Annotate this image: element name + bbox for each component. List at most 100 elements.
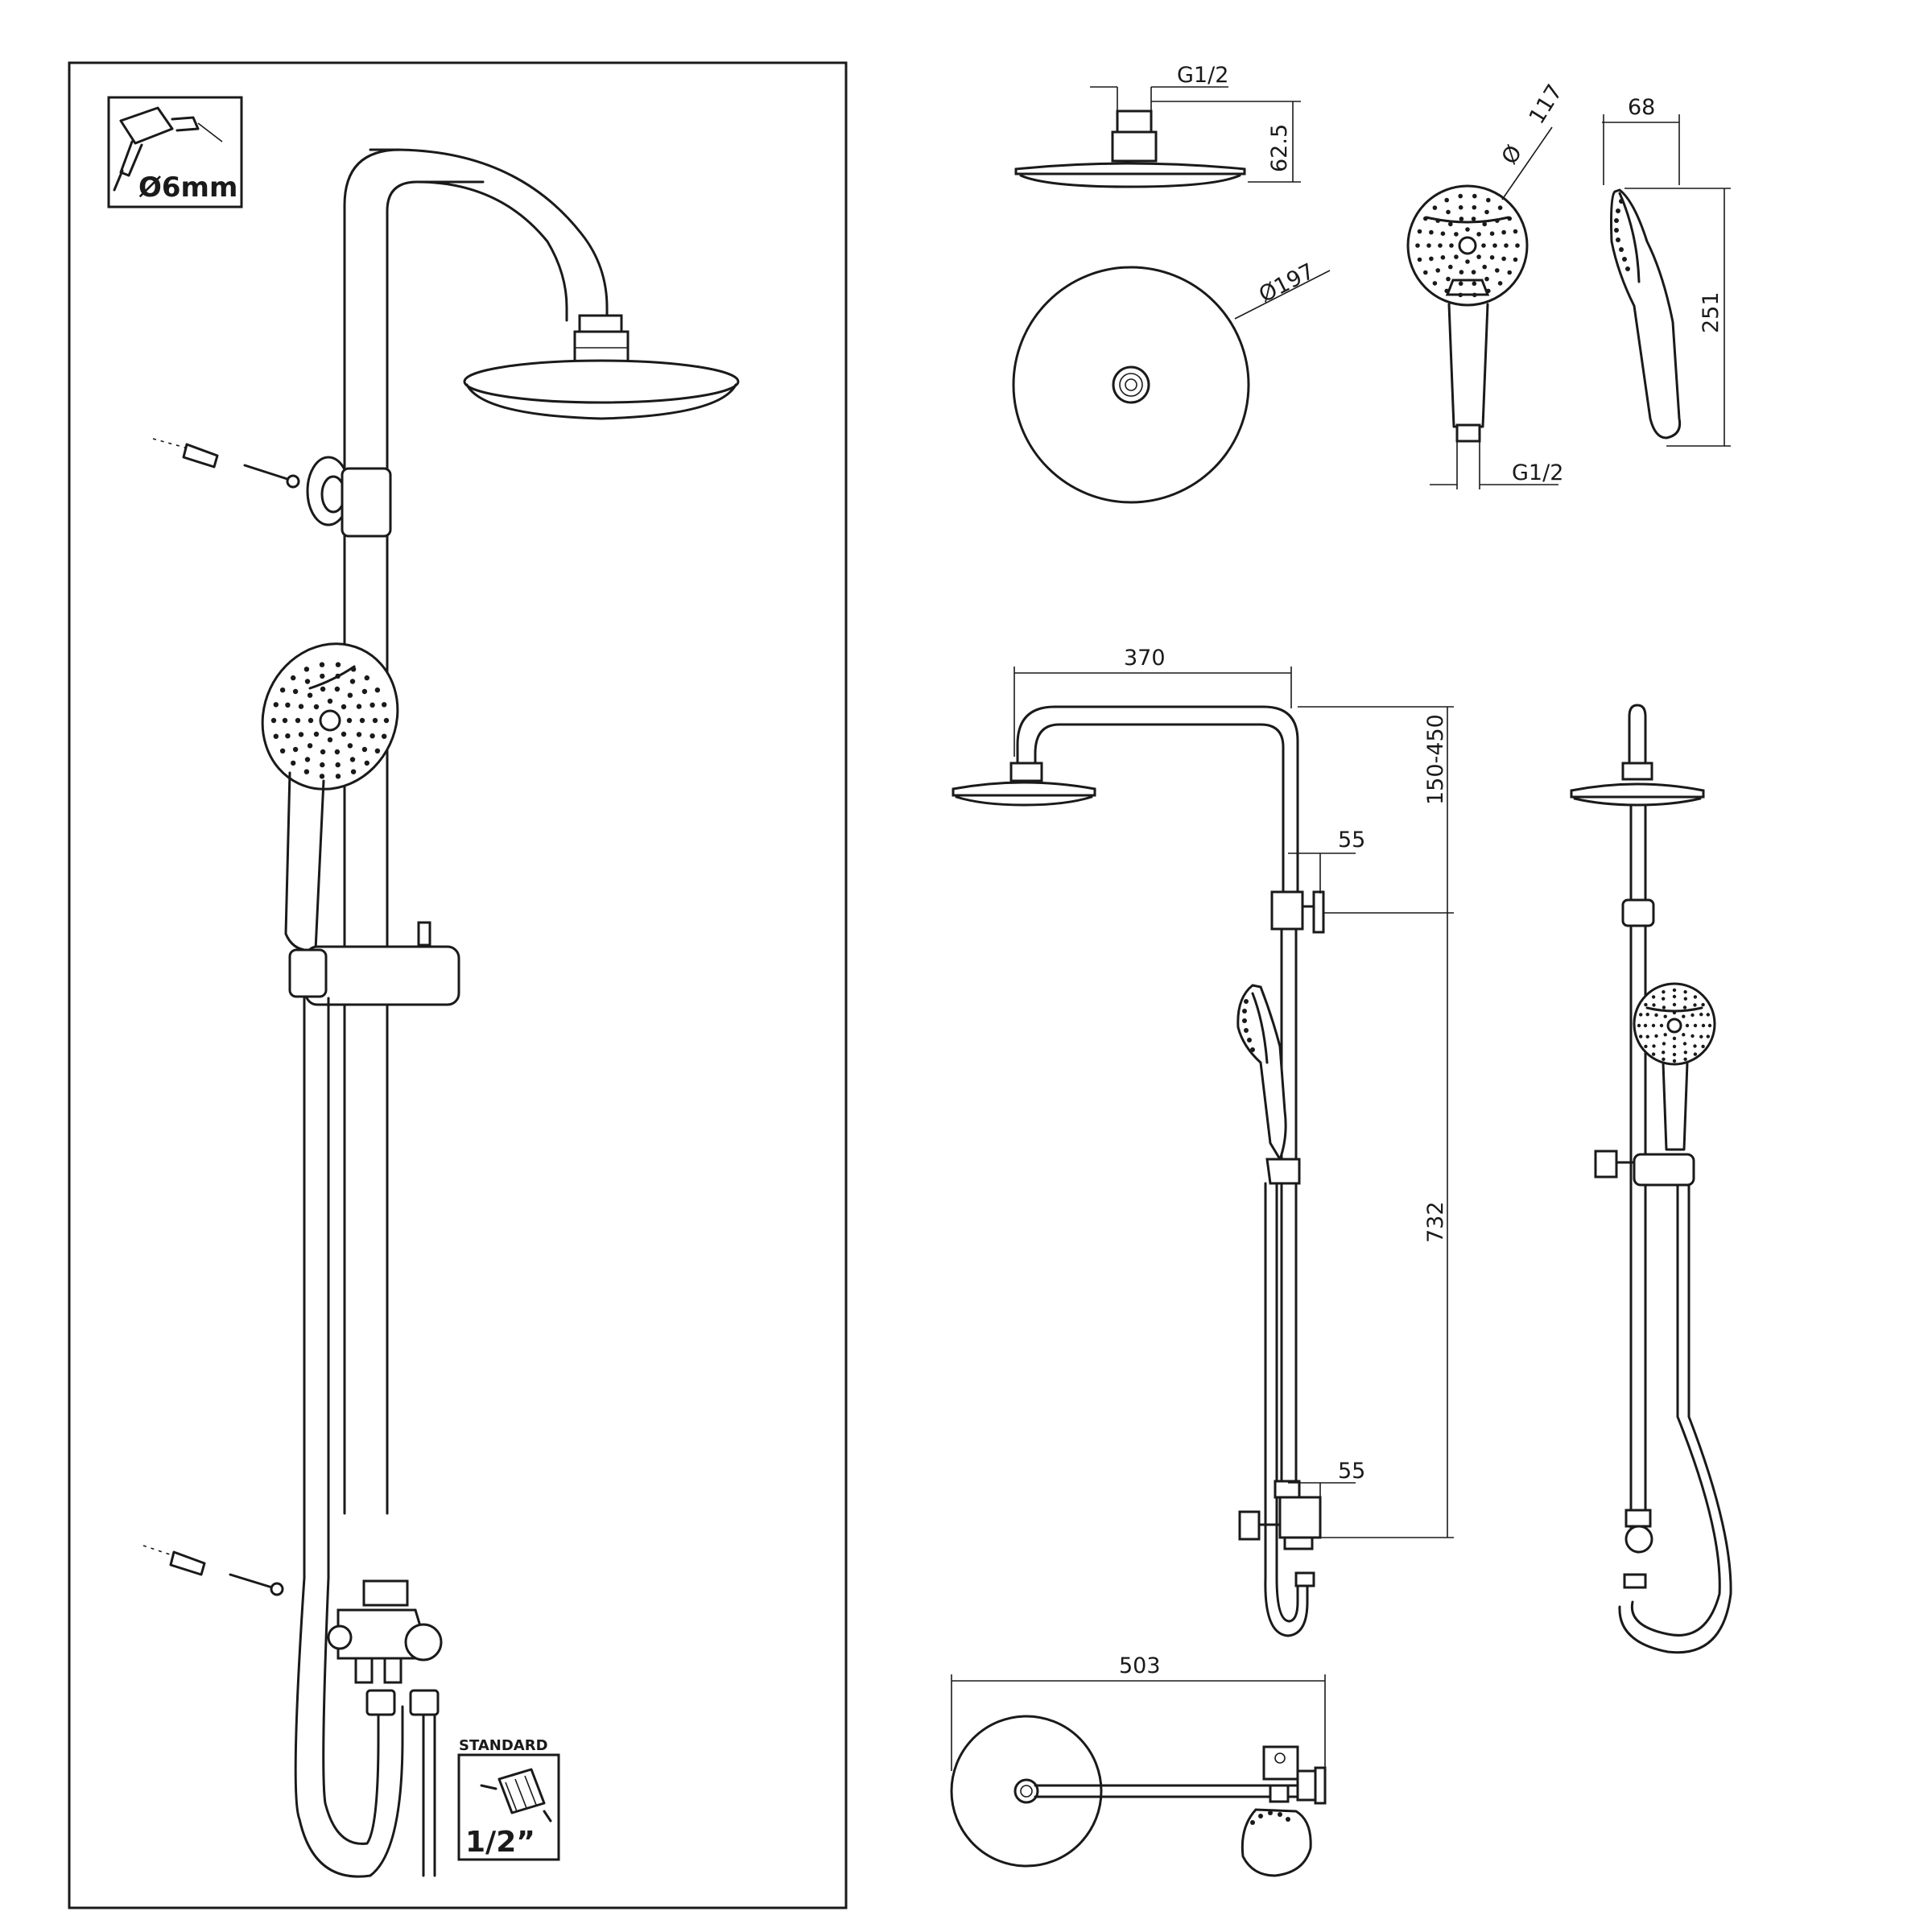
drill-icon — [113, 106, 223, 192]
nozzle-dot — [1637, 1023, 1641, 1028]
handshower-side-view — [1610, 188, 1682, 440]
dim-handshower-depth: 68 — [1602, 95, 1680, 185]
nozzle-dot — [298, 704, 304, 709]
nozzle-dot — [1472, 193, 1477, 199]
nozzle-dot — [350, 667, 357, 672]
hose-connector-icon — [480, 1768, 552, 1823]
nozzle-dot — [1507, 270, 1512, 275]
nozzle-dot — [1471, 217, 1476, 221]
left-diverter-valve — [327, 1579, 443, 1877]
nozzle-dot — [1706, 1013, 1710, 1017]
nozzle-dot — [1515, 243, 1520, 248]
nozzle-dot — [1685, 1023, 1690, 1028]
nozzle-dot — [1471, 270, 1476, 275]
dim-handshower-depth-label: 68 — [1628, 95, 1655, 120]
nozzle-dot — [1459, 270, 1464, 275]
nozzle-dot — [1690, 1013, 1695, 1018]
nozzle-dot — [1706, 1034, 1710, 1038]
nozzle-dot — [1258, 1814, 1263, 1818]
nozzle-dot — [1672, 1002, 1677, 1007]
nozzle-dot — [313, 704, 320, 710]
nozzle-dot — [1683, 990, 1687, 994]
standard-thread-badge: STANDARD 1/2” — [457, 1737, 560, 1861]
nozzle-dot — [1707, 1023, 1712, 1028]
nozzle-dot — [307, 743, 313, 749]
nozzle-dot — [1639, 1013, 1643, 1017]
nozzle-dot — [1625, 266, 1630, 271]
nozzle-dot — [1250, 1047, 1255, 1052]
nozzle-dot — [341, 704, 347, 710]
nozzle-dot — [1482, 221, 1487, 227]
dim-overhead-thread: G1/2 — [1090, 63, 1228, 113]
nozzle-dot — [1504, 243, 1509, 248]
dim-arm-reach: 370 — [1013, 646, 1292, 757]
handshower-front-nozzles — [1415, 193, 1520, 298]
left-shower-column — [142, 148, 740, 1878]
nozzle-dot — [303, 769, 310, 774]
nozzle-dot — [320, 686, 326, 692]
nozzle-dot — [1672, 1052, 1677, 1057]
nozzle-dot — [307, 692, 313, 698]
nozzle-dot — [1440, 231, 1446, 237]
nozzle-dot — [1639, 1034, 1643, 1038]
nozzle-dot — [313, 731, 320, 737]
nozzle-dot — [1693, 1023, 1698, 1028]
nozzle-dot — [1497, 281, 1503, 286]
nozzle-dot — [320, 762, 325, 768]
left-upper-wall-bracket — [306, 456, 392, 538]
nozzle-dot — [346, 717, 353, 724]
nozzle-dot — [1645, 1013, 1649, 1017]
nozzle-dot — [291, 675, 296, 681]
nozzle-dot — [1484, 276, 1489, 282]
nozzle-dot — [1663, 1014, 1667, 1018]
dim-upper-bracket-offset: 55 — [1288, 828, 1365, 894]
nozzle-dot — [327, 737, 333, 743]
overhead-side-view — [1014, 109, 1246, 188]
nozzle-dot — [1672, 1036, 1677, 1041]
nozzle-dot — [1423, 270, 1428, 275]
nozzle-dot — [1495, 268, 1500, 273]
nozzle-dot — [285, 702, 291, 708]
nozzle-dot — [1644, 1002, 1648, 1007]
nozzle-dot — [273, 702, 279, 708]
nozzle-dot — [1426, 243, 1431, 248]
nozzle-dot — [369, 733, 375, 739]
nozzle-dot — [1616, 237, 1620, 242]
nozzle-dot — [1449, 243, 1454, 248]
nozzle-dot — [1286, 1817, 1290, 1822]
nozzle-dot — [285, 733, 291, 739]
nozzle-dot — [303, 667, 310, 672]
nozzle-dot — [1652, 1003, 1656, 1007]
nozzle-dot — [279, 687, 286, 693]
nozzle-dot — [1645, 1034, 1649, 1039]
nozzle-dot — [1417, 257, 1422, 262]
nozzle-dot — [1465, 227, 1470, 232]
nozzle-dot — [1472, 292, 1477, 298]
nozzle-dot — [1654, 1013, 1658, 1018]
nozzle-dot — [1662, 990, 1666, 994]
nozzle-dot — [1662, 1057, 1666, 1062]
nozzle-dot — [1472, 204, 1477, 210]
nozzle-dot — [1507, 216, 1512, 221]
nozzle-dot — [1672, 1044, 1677, 1049]
nozzle-dot — [1683, 1051, 1687, 1055]
nozzle-dot — [1614, 218, 1619, 223]
dim-total-depth: 503 — [951, 1653, 1326, 1771]
nozzle-dot — [1651, 1052, 1656, 1056]
nozzle-dot — [1435, 218, 1440, 223]
nozzle-dot — [1614, 228, 1619, 233]
nozzle-dot — [1489, 231, 1495, 237]
nozzle-dot — [1501, 256, 1506, 262]
nozzle-dot — [1662, 1051, 1666, 1055]
nozzle-dot — [1693, 1003, 1697, 1007]
left-lower-wall-plug-screw — [142, 1545, 284, 1596]
nozzle-dot — [1415, 243, 1420, 248]
nozzle-dot — [292, 688, 299, 695]
overhead-plan-view: Ø197 — [1012, 259, 1331, 504]
nozzle-dot — [1701, 1002, 1705, 1007]
nozzle-dot — [1619, 199, 1624, 204]
nozzle-dot — [1448, 264, 1453, 270]
dim-arm-height-label: 150-450 — [1423, 714, 1448, 805]
nozzle-dot — [374, 748, 381, 753]
